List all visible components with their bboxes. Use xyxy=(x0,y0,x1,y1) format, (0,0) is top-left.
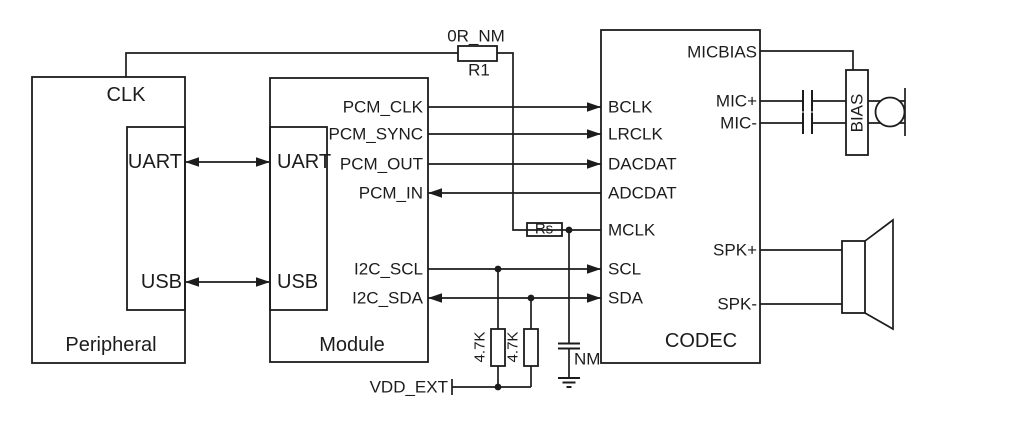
codec-title: CODEC xyxy=(665,330,737,352)
rs-resistor: Rs xyxy=(526,221,573,238)
microphone-icon xyxy=(874,88,906,136)
resistor-icon xyxy=(490,328,506,367)
peripheral-usb-label: USB xyxy=(141,271,182,293)
r1-value: 0R_NM xyxy=(447,27,505,46)
codec-pin-lrclk: LRCLK xyxy=(608,125,663,144)
scl-pullup-value: 4.7K xyxy=(472,332,489,363)
ground-icon xyxy=(558,377,580,388)
module-title: Module xyxy=(319,334,385,356)
mic-circuit: BIAS xyxy=(760,50,906,156)
module-port-box xyxy=(269,126,328,311)
codec-pin-spk-plus: SPK+ xyxy=(713,241,757,260)
arrowhead-right-icon xyxy=(587,159,601,169)
arrowhead-right-icon xyxy=(587,129,601,139)
usb-bus xyxy=(185,277,270,287)
pcm-nets xyxy=(428,102,601,198)
module-box xyxy=(269,77,429,363)
codec-pin-mclk: MCLK xyxy=(608,221,656,240)
peripheral-uart-label: UART xyxy=(128,151,182,173)
capacitor-icon xyxy=(802,90,813,112)
module-pin-i2c-scl: I2C_SCL xyxy=(354,260,423,279)
bias-box xyxy=(845,69,869,156)
peripheral-title: Peripheral xyxy=(65,334,156,356)
junction-dot xyxy=(527,294,535,302)
codec-pin-spk-minus: SPK- xyxy=(717,295,757,314)
capacitor-icon xyxy=(802,112,813,134)
module-pin-pcm-out: PCM_OUT xyxy=(340,155,423,174)
mclk-filter: NM xyxy=(558,230,600,388)
codec-pin-bclk: BCLK xyxy=(608,98,653,117)
peripheral-port-box xyxy=(126,126,186,311)
arrowhead-left-icon xyxy=(428,293,442,303)
codec-pin-scl: SCL xyxy=(608,260,641,279)
codec-pin-adcdat: ADCDAT xyxy=(608,184,677,203)
vdd-ext-label: VDD_EXT xyxy=(370,378,448,397)
module-usb-label: USB xyxy=(277,271,318,293)
module-pin-pcm-sync: PCM_SYNC xyxy=(329,125,423,144)
sda-pullup-resistor: 4.7K xyxy=(505,298,539,387)
bias-label: BIAS xyxy=(848,94,867,133)
peripheral-clk-label: CLK xyxy=(107,84,147,106)
bias-block: BIAS xyxy=(845,69,869,156)
i2c-nets: 4.7K 4.7K VDD_EXT xyxy=(370,264,601,397)
arrowhead-left-icon xyxy=(185,277,199,287)
micbias-wire xyxy=(760,50,854,70)
arrowhead-left-icon xyxy=(428,188,442,198)
junction-dot xyxy=(494,383,502,391)
codec-pin-dacdat: DACDAT xyxy=(608,155,677,174)
capacitor-icon xyxy=(558,342,580,350)
speaker-circuit xyxy=(760,218,894,331)
arrowhead-right-icon xyxy=(587,102,601,112)
codec-pin-sda: SDA xyxy=(608,289,644,308)
codec-box xyxy=(600,29,761,364)
peripheral-box xyxy=(31,76,186,364)
vdd-ext-rail: VDD_EXT xyxy=(370,378,531,397)
arrowhead-right-icon xyxy=(587,293,601,303)
resistor-icon xyxy=(457,45,498,62)
r1-resistor: 0R_NM R1 xyxy=(447,27,505,80)
junction-dot xyxy=(494,265,502,273)
arrowhead-right-icon xyxy=(256,277,270,287)
module-pin-i2c-sda: I2C_SDA xyxy=(352,289,424,308)
codec-pin-mic-plus: MIC+ xyxy=(716,92,757,111)
module-pin-pcm-in: PCM_IN xyxy=(359,184,423,203)
resistor-icon xyxy=(526,222,563,237)
mclk-cap-value: NM xyxy=(574,350,600,369)
uart-bus xyxy=(185,157,270,167)
r1-ref: R1 xyxy=(468,61,490,80)
codec-pin-micbias: MICBIAS xyxy=(687,43,757,62)
peripheral-block: CLK UART USB Peripheral xyxy=(31,76,186,364)
module-uart-label: UART xyxy=(277,151,331,173)
clk-to-mclk-net xyxy=(125,52,601,231)
codec-block: CODEC BCLK LRCLK DACDAT ADCDAT MCLK SCL … xyxy=(600,29,761,364)
module-pin-pcm-clk: PCM_CLK xyxy=(343,98,424,117)
scl-pullup-resistor: 4.7K xyxy=(472,269,506,387)
sda-pullup-value: 4.7K xyxy=(505,332,522,363)
speaker-icon xyxy=(841,218,894,331)
resistor-icon xyxy=(523,328,539,367)
arrowhead-left-icon xyxy=(185,157,199,167)
arrowhead-right-icon xyxy=(256,157,270,167)
clk-wire xyxy=(125,52,601,231)
rs-ref: Rs xyxy=(535,221,553,238)
arrowhead-right-icon xyxy=(587,264,601,274)
module-block: UART USB Module PCM_CLK PCM_SYNC PCM_OUT… xyxy=(269,77,429,363)
codec-pin-mic-minus: MIC- xyxy=(720,114,757,133)
